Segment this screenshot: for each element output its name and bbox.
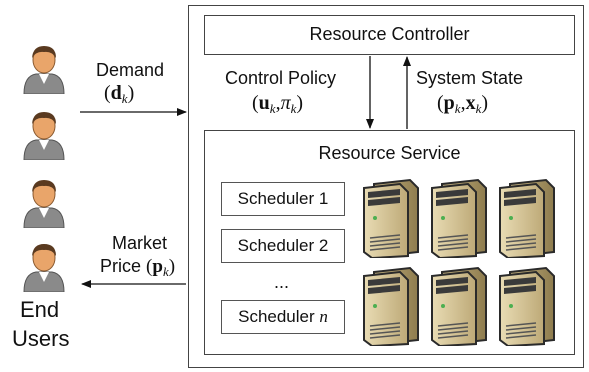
resource-controller-box: Resource Controller (204, 15, 575, 55)
user-avatar-icon (22, 42, 66, 99)
server-tower-icon (428, 178, 490, 263)
system-state-symbol: (pk,xk) (437, 92, 489, 116)
server-tower-icon (496, 266, 558, 351)
server-tower-icon (428, 266, 490, 351)
server-tower-icon (496, 178, 558, 263)
scheduler-n-box: Scheduler n (221, 300, 345, 334)
server-tower-icon (360, 266, 422, 351)
control-policy-symbol: (uk,πk) (252, 92, 304, 116)
user-avatar-icon (22, 176, 66, 233)
resource-service-title: Resource Service (318, 143, 461, 163)
scheduler-ellipsis: ... (274, 272, 290, 292)
demand-label: Demand (96, 60, 165, 80)
scheduler-2-label: Scheduler 2 (237, 236, 329, 255)
scheduler-1-label: Scheduler 1 (237, 189, 329, 208)
server-tower-icon (360, 178, 422, 263)
end-users-label-line1: End (20, 297, 60, 322)
user-avatar-icon (22, 108, 66, 165)
demand-symbol: (dk) (104, 82, 135, 106)
market-price-label-line1: Market (112, 233, 168, 253)
scheduler-2-box: Scheduler 2 (221, 229, 345, 263)
end-users-label-line2: Users (12, 326, 70, 351)
resource-controller-title: Resource Controller (309, 24, 470, 44)
control-policy-label: Control Policy (225, 68, 337, 88)
market-price-label-line2: Price (pk) (100, 256, 176, 279)
scheduler-n-label: Scheduler n (238, 307, 328, 326)
system-state-label: System State (416, 68, 524, 88)
scheduler-1-box: Scheduler 1 (221, 182, 345, 216)
user-avatar-icon (22, 240, 66, 297)
